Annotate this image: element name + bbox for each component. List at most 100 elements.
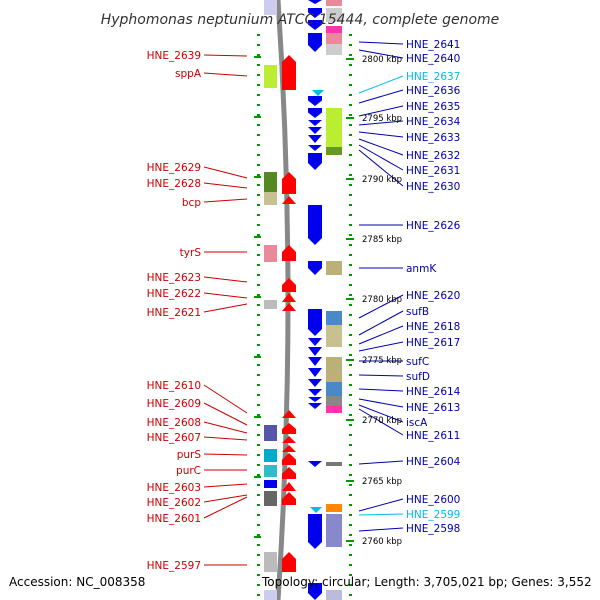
gene-arrows-layer bbox=[282, 0, 324, 600]
reverse-gene-arrow bbox=[308, 33, 322, 52]
reverse-gene-arrow bbox=[308, 127, 322, 134]
scale-dot bbox=[349, 404, 352, 406]
right-label-line bbox=[358, 89, 404, 104]
forward-gene-arrow bbox=[282, 196, 296, 204]
scale-dot bbox=[349, 224, 352, 226]
scale-major-tick bbox=[254, 416, 261, 418]
scale-major-tick bbox=[346, 58, 354, 60]
scale-dot bbox=[349, 144, 352, 146]
gene-block-right bbox=[326, 514, 342, 547]
scale-dot bbox=[257, 274, 260, 276]
reverse-gene-arrow bbox=[308, 261, 322, 275]
gene-label-left: purS bbox=[177, 449, 202, 461]
scale-dot bbox=[257, 114, 260, 116]
scale-dot bbox=[349, 514, 352, 516]
scale-dot bbox=[349, 174, 352, 176]
gene-block-right bbox=[326, 261, 342, 275]
scale-major-tick bbox=[254, 176, 261, 178]
gene-label-right: HNE_2635 bbox=[406, 101, 460, 113]
gene-block-right bbox=[326, 311, 342, 325]
gene-label-left: HNE_2609 bbox=[147, 398, 201, 410]
gene-block-right bbox=[326, 108, 342, 147]
left-label-line bbox=[203, 494, 248, 503]
scale-dot bbox=[257, 514, 260, 516]
scale-dot bbox=[349, 454, 352, 456]
scale-dot bbox=[349, 34, 352, 36]
gene-label-right: HNE_2641 bbox=[406, 39, 460, 51]
reverse-gene-arrow bbox=[308, 309, 322, 336]
left-label-line bbox=[203, 276, 248, 283]
forward-gene-arrow bbox=[282, 410, 296, 418]
gene-label-left: HNE_2621 bbox=[147, 307, 201, 319]
right-label-line bbox=[358, 398, 404, 408]
gene-block-left bbox=[264, 425, 277, 441]
scale-dot bbox=[257, 364, 260, 366]
gene-block-right bbox=[326, 406, 342, 413]
reverse-gene-arrow bbox=[308, 357, 322, 366]
gene-block-right bbox=[326, 504, 342, 512]
left-label-line bbox=[203, 436, 248, 441]
gene-label-left: HNE_2623 bbox=[147, 272, 201, 284]
scale-dot bbox=[349, 584, 352, 586]
scale-dot bbox=[349, 214, 352, 216]
scale-major-tick bbox=[346, 117, 354, 119]
scale-dot bbox=[349, 384, 352, 386]
scale-dot bbox=[349, 474, 352, 476]
scale-dot bbox=[349, 414, 352, 416]
gene-label-left: HNE_2602 bbox=[147, 497, 201, 509]
genome-title: Hyphomonas neptunium ATCC 15444, complet… bbox=[101, 12, 500, 28]
label-lines-layer bbox=[203, 41, 404, 566]
gene-label-right: HNE_2613 bbox=[406, 402, 460, 414]
scale-dot bbox=[349, 434, 352, 436]
reverse-gene-arrow bbox=[308, 20, 322, 30]
gene-block-right bbox=[326, 8, 342, 22]
scale-dot bbox=[257, 554, 260, 556]
gene-block-left bbox=[264, 300, 277, 309]
scale-major-tick bbox=[346, 298, 354, 300]
scale-major-tick bbox=[346, 480, 354, 482]
forward-gene-arrow bbox=[282, 55, 296, 90]
scale-dot bbox=[349, 374, 352, 376]
scale-dot bbox=[349, 64, 352, 66]
scale-dot bbox=[257, 494, 260, 496]
scale-dot bbox=[257, 454, 260, 456]
gene-label-left: HNE_2622 bbox=[147, 288, 201, 300]
reverse-gene-arrow bbox=[308, 8, 322, 18]
gene-label-right: sufD bbox=[406, 371, 430, 383]
gene-block-left bbox=[264, 552, 277, 572]
left-label-line bbox=[203, 496, 248, 519]
gene-block-left bbox=[264, 0, 277, 15]
scale-dot bbox=[349, 364, 352, 366]
scale-dot bbox=[349, 494, 352, 496]
left-label-line bbox=[203, 54, 248, 57]
left-label-line bbox=[203, 166, 248, 179]
scale-dot bbox=[257, 464, 260, 466]
right-label-line bbox=[358, 310, 404, 336]
left-label-line bbox=[203, 402, 248, 426]
right-label-line bbox=[358, 131, 404, 138]
scale-dot bbox=[257, 124, 260, 126]
forward-gene-arrow bbox=[282, 445, 296, 452]
scale-dot bbox=[257, 94, 260, 96]
scale-tick-label: 2765 kbp bbox=[362, 477, 402, 487]
gene-label-left: HNE_2607 bbox=[147, 432, 201, 444]
scale-dot bbox=[257, 584, 260, 586]
scale-dot bbox=[257, 54, 260, 56]
scale-dot bbox=[257, 44, 260, 46]
scale-dot bbox=[257, 64, 260, 66]
scale-dot bbox=[257, 414, 260, 416]
scale-dot bbox=[257, 474, 260, 476]
gene-label-right: sufB bbox=[406, 306, 429, 318]
right-label-line bbox=[358, 120, 404, 126]
reverse-gene-arrow bbox=[308, 379, 322, 387]
scale-major-tick bbox=[346, 419, 354, 421]
gene-label-left: purC bbox=[176, 465, 201, 477]
scale-dot bbox=[257, 394, 260, 396]
scale-tick-label: 2790 kbp bbox=[362, 175, 402, 185]
scale-major-tick bbox=[254, 56, 261, 58]
gene-block-left bbox=[264, 590, 277, 600]
scale-dot bbox=[349, 594, 352, 596]
gene-label-right: HNE_2614 bbox=[406, 386, 461, 398]
topology-text: Topology: circular; Length: 3,705,021 bp… bbox=[261, 575, 592, 589]
scale-dot bbox=[257, 314, 260, 316]
